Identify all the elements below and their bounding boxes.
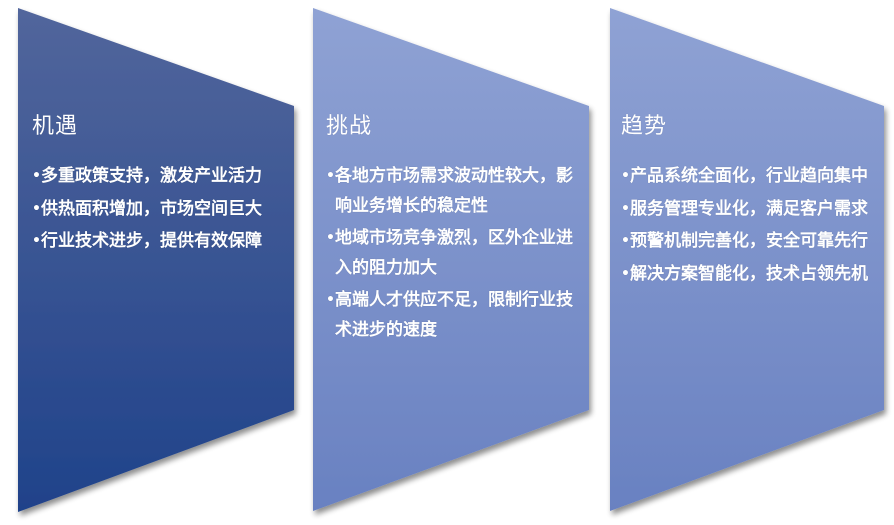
bullet-list: •多重政策支持，激发产业活力 •供热面积增加，市场空间巨大 •行业技术进步，提供… [32, 162, 282, 257]
bullet-icon: • [326, 292, 335, 308]
list-item: •解决方案智能化，技术占领先机 [621, 260, 871, 290]
panel-opportunities: 机遇 •多重政策支持，激发产业活力 •供热面积增加，市场空间巨大 •行业技术进步… [32, 112, 282, 260]
bullet-list: •产品系统全面化，行业趋向集中 •服务管理专业化，满足客户需求 •预警机制完善化… [621, 162, 871, 289]
bullet-icon: • [621, 265, 630, 282]
list-item-text: 解决方案智能化，技术占领先机 [630, 263, 868, 284]
panel-challenges: 挑战 •各地方市场需求波动性较大，影响业务增长的稳定性 •地域市场竞争激烈，区外… [326, 112, 584, 348]
list-item-text: 预警机制完善化，安全可靠先行 [630, 231, 868, 251]
list-item-text: 产品系统全面化，行业趋向集中 [630, 166, 868, 186]
bullet-icon: • [32, 200, 41, 217]
list-item-text: 各地方市场需求波动性较大，影响业务增长的稳定性 [335, 166, 573, 216]
panel-title: 机遇 [32, 114, 79, 139]
list-item: •地域市场竞争激烈，区外企业进入的阻力加大 [326, 224, 584, 283]
list-item: •服务管理专业化，满足客户需求 [621, 195, 871, 225]
panel-trends-shape [610, 8, 884, 511]
panel-title: 挑战 [326, 114, 373, 139]
panel-opportunities-shape [18, 8, 294, 512]
list-item-text: 地域市场竞争激烈，区外企业进入的阻力加大 [335, 228, 573, 278]
panel-trends: 趋势 •产品系统全面化，行业趋向集中 •服务管理专业化，满足客户需求 •预警机制… [621, 112, 871, 292]
list-item: •供热面积增加，市场空间巨大 [32, 195, 282, 225]
list-item-text: 服务管理专业化，满足客户需求 [630, 198, 868, 219]
panel-challenges-shape [313, 8, 589, 511]
bullet-icon: • [621, 233, 630, 249]
bullet-icon: • [621, 168, 630, 184]
list-item-text: 行业技术进步，提供有效保障 [41, 231, 262, 251]
list-item-text: 高端人才供应不足，限制行业技术进步的速度 [335, 290, 573, 340]
list-item-text: 供热面积增加，市场空间巨大 [41, 198, 262, 219]
bullet-icon: • [32, 233, 41, 249]
bullet-icon: • [326, 230, 335, 246]
bullet-list: •各地方市场需求波动性较大，影响业务增长的稳定性 •地域市场竞争激烈，区外企业进… [326, 162, 584, 345]
list-item: •多重政策支持，激发产业活力 [32, 162, 282, 192]
list-item-text: 多重政策支持，激发产业活力 [41, 166, 262, 186]
list-item: •产品系统全面化，行业趋向集中 [621, 162, 871, 192]
list-item: •高端人才供应不足，限制行业技术进步的速度 [326, 286, 584, 345]
bullet-icon: • [326, 168, 335, 184]
list-item: •各地方市场需求波动性较大，影响业务增长的稳定性 [326, 162, 584, 221]
list-item: •行业技术进步，提供有效保障 [32, 227, 282, 257]
panel-title: 趋势 [621, 114, 668, 139]
list-item: •预警机制完善化，安全可靠先行 [621, 227, 871, 257]
bullet-icon: • [621, 200, 630, 217]
bullet-icon: • [32, 168, 41, 184]
